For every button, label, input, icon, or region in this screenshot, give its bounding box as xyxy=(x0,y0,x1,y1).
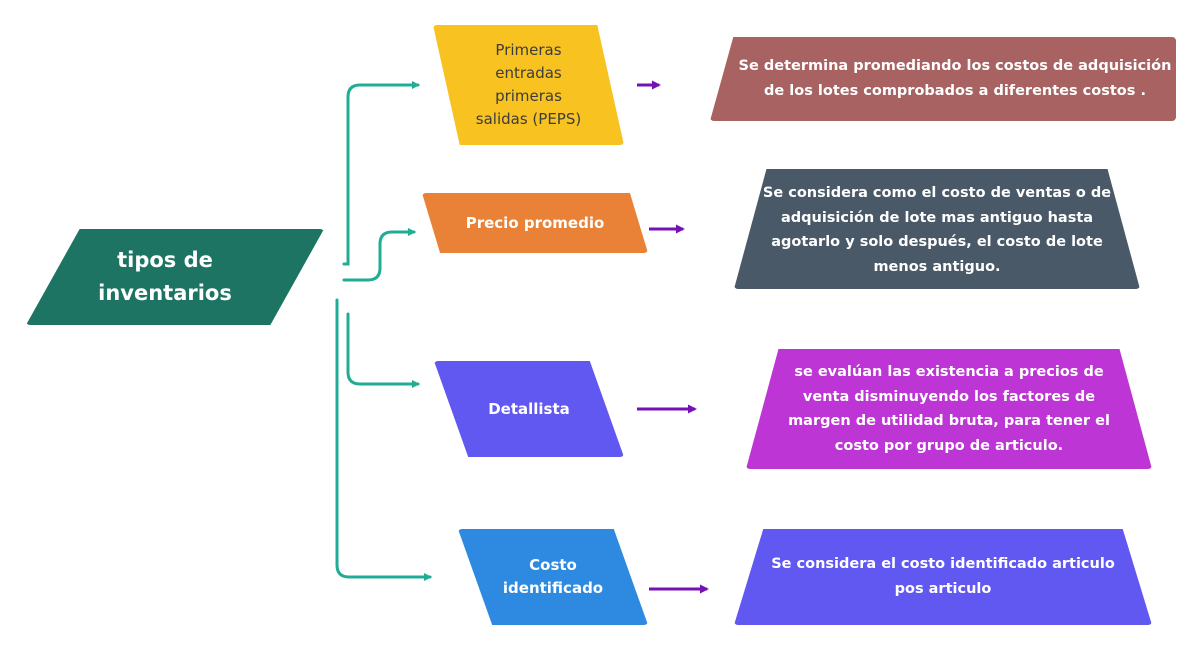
category-costo-identificado: Costo identificado xyxy=(458,529,648,625)
description-detallista: se evalúan las existencia a precios de v… xyxy=(746,349,1152,469)
category-detallista: Detallista xyxy=(434,361,624,457)
connector-costo xyxy=(335,298,432,581)
category-detallista-label: Detallista xyxy=(488,400,570,418)
description-costo-identificado: Se considera el costo identificado artic… xyxy=(734,529,1152,625)
root-node: tipos de inventarios xyxy=(26,229,324,325)
connector-promedio xyxy=(342,228,416,282)
description-costo-identificado-text: Se considera el costo identificado artic… xyxy=(771,556,1115,597)
category-precio-promedio-label: Precio promedio xyxy=(465,214,605,232)
root-label: tipos de inventarios xyxy=(98,248,232,305)
connector-peps xyxy=(342,81,420,266)
description-precio-promedio-text: Se considera como el costo de ventas o d… xyxy=(762,185,1112,275)
category-costo-identificado-label: Costo identificado xyxy=(502,556,604,597)
category-peps-label: Primeras entradas primeras salidas (PEPS… xyxy=(475,41,582,128)
category-precio-promedio: Precio promedio xyxy=(422,193,648,253)
description-precio-promedio: Se considera como el costo de ventas o d… xyxy=(734,169,1140,289)
connector-detallista xyxy=(346,312,420,388)
description-peps-text: Se determina promediando los costos de a… xyxy=(738,58,1172,99)
description-peps: Se determina promediando los costos de a… xyxy=(710,37,1176,121)
description-detallista-text: se evalúan las existencia a precios de v… xyxy=(788,364,1110,454)
category-peps: Primeras entradas primeras salidas (PEPS… xyxy=(433,25,624,145)
